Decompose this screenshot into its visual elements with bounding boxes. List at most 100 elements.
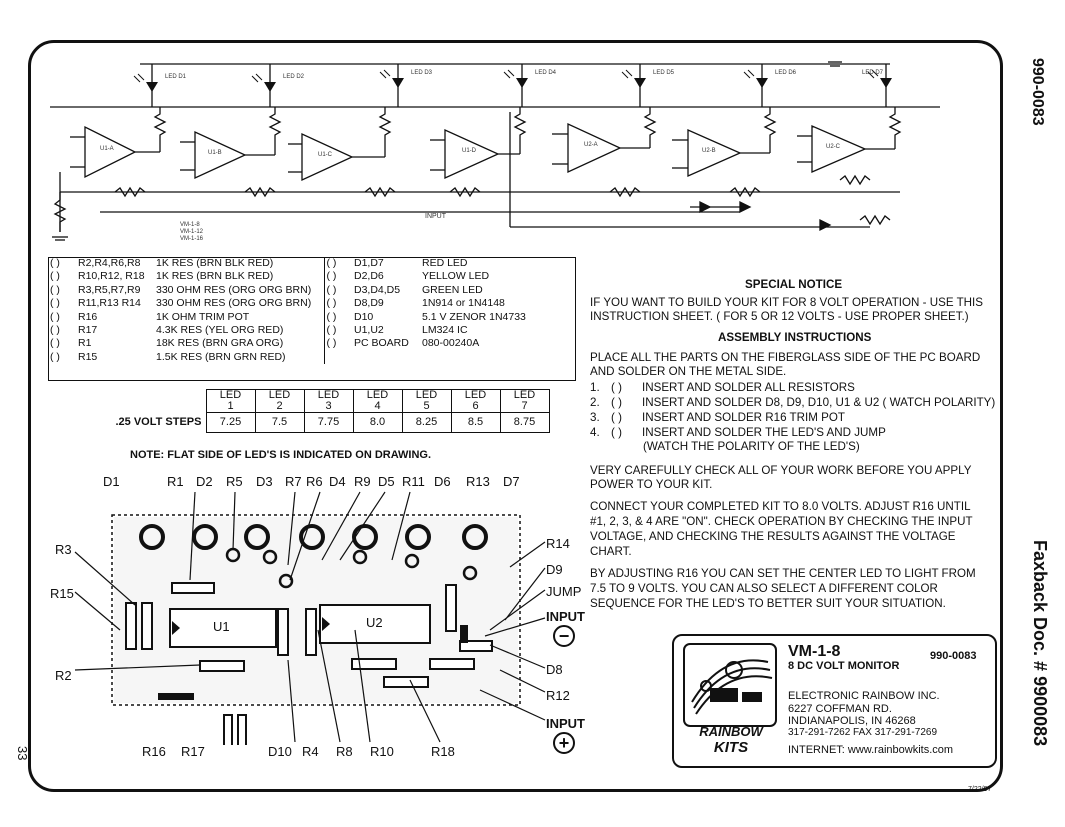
schematic-input-label: INPUT: [425, 213, 446, 220]
board-label-d4: D4: [329, 474, 346, 489]
part-ref: R15: [78, 350, 98, 363]
part-ref: R16: [78, 310, 98, 323]
board-label-r5: R5: [226, 474, 243, 489]
part-checkbox[interactable]: ( ): [323, 257, 352, 271]
company-name: ELECTRONIC RAINBOW INC.: [788, 690, 940, 702]
part-desc: 1K OHM TRIM POT: [156, 310, 250, 323]
ic-u1-label: U1: [213, 619, 230, 634]
board-label-d5: D5: [378, 474, 395, 489]
parts-row: ( ) R2,R4,R6,R8 1K RES (BRN BLK RED) ( )…: [48, 257, 576, 271]
part-checkbox[interactable]: ( ): [323, 283, 352, 298]
part-desc: 4.3K RES (YEL ORG RED): [156, 324, 284, 337]
vm-note-1: VM-1-8: [180, 222, 200, 228]
board-label-d9: D9: [546, 562, 563, 577]
part-checkbox[interactable]: ( ): [50, 257, 60, 269]
part-checkbox[interactable]: ( ): [323, 297, 352, 311]
empty-cell: [352, 351, 420, 364]
part-desc: LM324 IC: [422, 324, 468, 337]
empty-cell: [420, 351, 576, 364]
schematic-led-label-3: LED D3: [411, 70, 433, 76]
board-label-r17: R17: [181, 744, 205, 759]
step-checkbox[interactable]: ( ): [611, 396, 622, 409]
special-notice-title: SPECIAL NOTICE: [745, 278, 843, 291]
step-text: INSERT AND SOLDER R16 TRIM POT: [642, 411, 845, 424]
part-desc: 5.1 V ZENOR 1N4733: [422, 310, 526, 323]
part-desc: 330 OHM RES (ORG ORG BRN): [156, 297, 312, 310]
assembly-title: ASSEMBLY INSTRUCTIONS: [718, 331, 872, 344]
step-checkbox[interactable]: ( ): [611, 411, 622, 424]
product-model: VM-1-8: [788, 643, 841, 660]
rainbow-kits-logo: [683, 643, 777, 727]
board-label-r3: R3: [55, 542, 72, 557]
step-text: INSERT AND SOLDER D8, D9, D10, U1 & U2 (…: [642, 396, 996, 409]
part-checkbox[interactable]: ( ): [323, 324, 352, 338]
parts-list-border: [48, 257, 576, 381]
page-number-side: 33: [15, 746, 30, 761]
part-checkbox[interactable]: ( ): [50, 270, 60, 283]
part-ref: R2,R4,R6,R8: [78, 257, 141, 269]
board-label-r14: R14: [546, 536, 570, 551]
schematic-led-label-1: LED D1: [165, 74, 187, 80]
logo-text-kits: KITS: [713, 739, 749, 756]
part-checkbox[interactable]: ( ): [50, 283, 60, 296]
part-checkbox[interactable]: ( ): [50, 337, 60, 350]
parts-row: ( ) R17 4.3K RES (YEL ORG RED) ( ) U1,U2…: [48, 324, 576, 338]
part-desc: GREEN LED: [422, 283, 483, 296]
adjust-line3: SEQUENCE FOR THE LED'S TO BETTER SUIT YO…: [590, 597, 946, 610]
step-checkbox[interactable]: ( ): [611, 426, 622, 439]
part-ref: D3,D4,D5: [354, 283, 401, 296]
parts-row: ( ) R1 18K RES (BRN GRA ORG) ( ) PC BOAR…: [48, 337, 576, 351]
parts-row: ( ) R15 1.5K RES (BRN GRN RED): [48, 350, 576, 365]
board-label-d2: D2: [196, 474, 213, 489]
part-desc: 1K RES (BRN BLK RED): [156, 270, 274, 283]
circuit-schematic: [50, 61, 940, 241]
parts-list: ( ) R2,R4,R6,R8 1K RES (BRN BLK RED) ( )…: [48, 257, 576, 365]
step-checkbox[interactable]: ( ): [611, 381, 622, 394]
board-label-r16: R16: [142, 744, 166, 759]
parts-row: ( ) R3,R5,R7,R9 330 OHM RES (ORG ORG BRN…: [48, 283, 576, 298]
part-checkbox[interactable]: ( ): [50, 297, 60, 310]
board-label-r2: R2: [55, 668, 72, 683]
company-internet[interactable]: INTERNET: www.rainbowkits.com: [788, 744, 954, 756]
part-checkbox[interactable]: ( ): [323, 337, 352, 351]
schematic-led-label-6: LED D6: [775, 70, 797, 76]
part-checkbox[interactable]: ( ): [323, 310, 352, 325]
connect-line3: VOLTAGE, AND CHECKING THE RESULTS AGAINS…: [590, 530, 956, 543]
part-ref: R17: [78, 324, 98, 337]
schematic-led-label-7: LED D7: [862, 70, 884, 76]
part-desc: 1.5K RES (BRN GRN RED): [156, 350, 286, 363]
led-flat-side-note: NOTE: FLAT SIDE OF LED'S IS INDICATED ON…: [130, 449, 432, 461]
board-label-d6: D6: [434, 474, 451, 489]
board-label-d1: D1: [103, 474, 120, 489]
part-desc: 18K RES (BRN GRA ORG): [156, 337, 284, 350]
part-checkbox[interactable]: ( ): [50, 310, 60, 323]
board-label-r1: R1: [167, 474, 184, 489]
opamp-label-1: U1-A: [100, 146, 114, 152]
part-ref: D8,D9: [354, 297, 384, 310]
board-label-r12: R12: [546, 688, 570, 703]
part-checkbox[interactable]: ( ): [50, 350, 60, 363]
voltage-value: 8.5: [450, 412, 501, 433]
board-label-r13: R13: [466, 474, 490, 489]
part-desc: 1N914 or 1N4148: [422, 297, 505, 310]
voltage-value: 8.0: [352, 412, 403, 433]
vm-note-3: VM-1-16: [180, 236, 204, 242]
adjust-line2: 7.5 TO 9 VOLTS. YOU CAN ALSO SELECT A DI…: [590, 582, 938, 595]
board-label-r6: R6: [306, 474, 323, 489]
opamp-label-6: U2-B: [702, 148, 716, 154]
part-checkbox[interactable]: ( ): [323, 270, 352, 284]
company-phone: 317-291-7262 FAX 317-291-7269: [788, 727, 938, 738]
part-checkbox[interactable]: ( ): [50, 324, 60, 337]
schematic-led-label-5: LED D5: [653, 70, 675, 76]
step-text: INSERT AND SOLDER ALL RESISTORS: [642, 381, 855, 394]
parts-row: ( ) R11,R13 R14 330 OHM RES (ORG ORG BRN…: [48, 297, 576, 311]
schematic-led-label-4: LED D4: [535, 70, 557, 76]
special-notice-line1: IF YOU WANT TO BUILD YOUR KIT FOR 8 VOLT…: [590, 296, 983, 309]
